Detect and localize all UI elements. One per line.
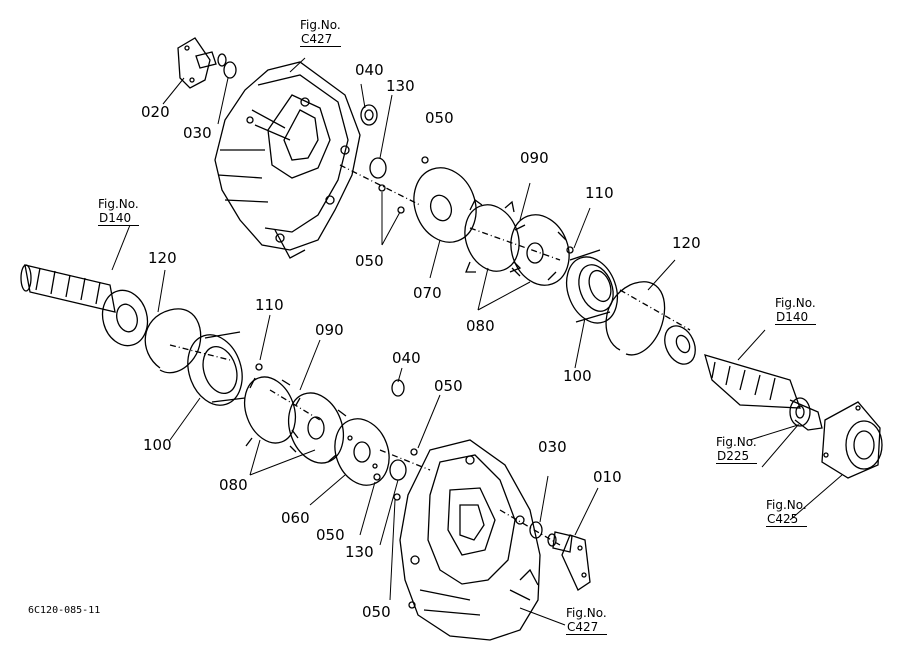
snap-ring-120-left: [144, 308, 202, 374]
plate-070: [413, 167, 477, 243]
bearing-left: [101, 289, 149, 347]
part-label-050-lower-a: 050: [434, 377, 463, 395]
part-label-010: 010: [593, 468, 622, 486]
part-label-110-lower: 110: [255, 296, 284, 314]
fig-ref-prefix: Fig.No.: [716, 435, 757, 449]
ball-050-a: [421, 156, 429, 164]
plate-060: [334, 418, 390, 486]
ball-050-c: [397, 206, 405, 214]
shaft-left: [20, 264, 116, 313]
part-label-060: 060: [281, 509, 310, 527]
part-label-040-top: 040: [355, 61, 384, 79]
part-label-100-left: 100: [143, 436, 172, 454]
cover-plate-020: [177, 37, 227, 89]
upper-housing: [214, 61, 361, 259]
fig-ref-c427-top: Fig.No. C427: [300, 18, 341, 47]
fig-ref-code: C425: [766, 512, 807, 527]
bearing-100-lower: [187, 331, 246, 406]
part-label-050-top-b: 050: [355, 252, 384, 270]
ball-050-d: [410, 448, 418, 456]
shaft-right: [704, 354, 823, 431]
part-label-020: 020: [141, 103, 170, 121]
fig-ref-code: D225: [716, 449, 757, 464]
o-ring-030-lower: [529, 521, 543, 539]
part-label-040-lower: 040: [392, 349, 421, 367]
part-label-050-lower-b: 050: [316, 526, 345, 544]
part-label-130-top: 130: [386, 77, 415, 95]
leader-lines: [111, 57, 843, 626]
drawing-code: 6C120-085-11: [28, 605, 101, 616]
collar-040-lower: [391, 379, 405, 397]
fig-ref-prefix: Fig.No.: [300, 18, 341, 32]
coupling-right: [789, 397, 811, 427]
ball-050-e: [373, 473, 381, 481]
part-label-130-lower: 130: [345, 543, 374, 561]
part-label-030-lower: 030: [538, 438, 567, 456]
fig-ref-prefix: Fig.No.: [766, 498, 807, 512]
fig-ref-d140-right: Fig.No. D140: [775, 296, 816, 325]
ball-050-b: [378, 184, 386, 192]
axis-line-upper: [339, 164, 691, 331]
ball-050-f: [393, 493, 401, 501]
bearing-right: [664, 325, 696, 365]
bearing-100-upper: [565, 249, 619, 324]
ball-110-lower: [255, 363, 263, 371]
fig-ref-d225: Fig.No. D225: [716, 435, 757, 464]
fig-ref-prefix: Fig.No.: [566, 606, 607, 620]
clutch-gears-lower: [243, 376, 347, 464]
fig-ref-code: C427: [300, 32, 341, 47]
collar-040-top: [360, 104, 378, 126]
snap-ring-120-upper: [605, 281, 666, 356]
fig-ref-code: D140: [775, 310, 816, 325]
clutch-gears-upper: [464, 199, 570, 286]
fig-ref-d140-left: Fig.No. D140: [98, 197, 139, 226]
fig-ref-code: C427: [566, 620, 607, 635]
fig-ref-c425: Fig.No. C425: [766, 498, 807, 527]
flange-right: [821, 401, 883, 479]
fig-ref-prefix: Fig.No.: [98, 197, 139, 211]
part-label-110-top: 110: [585, 184, 614, 202]
axis-line-lower: [169, 344, 561, 546]
fig-ref-c427-bottom: Fig.No. C427: [566, 606, 607, 635]
o-ring-030-top: [223, 61, 237, 79]
part-label-090-top: 090: [520, 149, 549, 167]
ball-110-top: [566, 246, 574, 254]
cover-plate-010: [547, 531, 591, 591]
part-label-090-lower: 090: [315, 321, 344, 339]
part-label-120-right: 120: [672, 234, 701, 252]
lower-housing: [399, 439, 541, 641]
fig-ref-prefix: Fig.No.: [775, 296, 816, 310]
snap-ring-130-top: [369, 157, 387, 179]
part-label-070: 070: [413, 284, 442, 302]
snap-ring-130-lower: [389, 459, 407, 481]
part-label-050-lower-c: 050: [362, 603, 391, 621]
part-label-080-lower: 080: [219, 476, 248, 494]
fig-ref-code: D140: [98, 211, 139, 226]
part-label-120-left: 120: [148, 249, 177, 267]
part-label-030-top: 030: [183, 124, 212, 142]
part-label-080-top: 080: [466, 317, 495, 335]
part-label-050-top-a: 050: [425, 109, 454, 127]
part-label-100-right: 100: [563, 367, 592, 385]
